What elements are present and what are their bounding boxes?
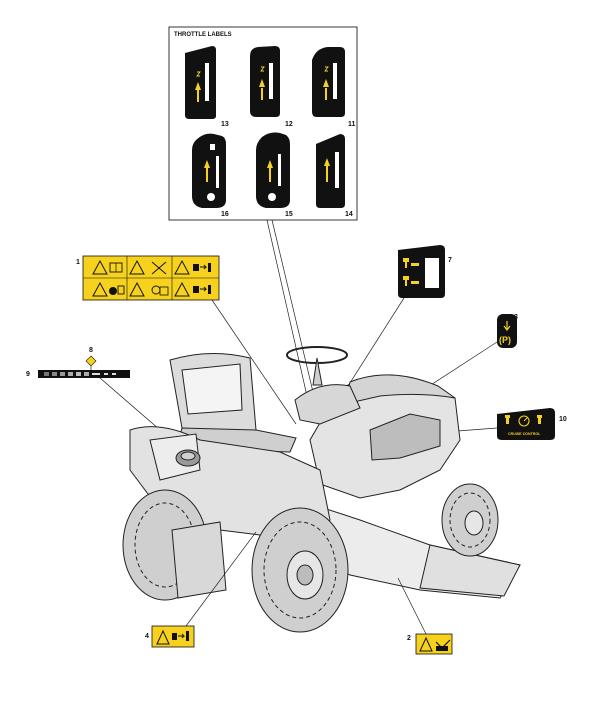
throttle-number-15: 15: [285, 211, 293, 218]
throttle-label-15: 15: [256, 132, 293, 218]
callout-3: 3: [514, 314, 518, 321]
decal-8: 8: [85, 347, 97, 370]
callout-7: 7: [448, 257, 452, 264]
callout-2: 2: [407, 635, 411, 642]
decal-4: 4: [145, 531, 257, 648]
callout-1: 1: [76, 259, 80, 266]
throttle-labels-panel: THROTTLE LABELS 13 12 11: [168, 26, 358, 221]
throttle-label-16: 16: [192, 133, 229, 218]
callout-10: 10: [559, 416, 567, 423]
decal-1: 1: [76, 255, 297, 425]
decal-2: 2: [397, 577, 453, 655]
callout-9: 9: [26, 371, 30, 378]
callout-8: 8: [89, 347, 93, 354]
throttle-number-11: 11: [348, 121, 356, 128]
callout-4: 4: [145, 633, 149, 640]
throttle-label-14: 14: [316, 134, 353, 218]
throttle-number-16: 16: [221, 211, 229, 218]
throttle-number-13: 13: [221, 121, 229, 128]
throttle-leader-lines: [266, 219, 314, 397]
throttle-number-14: 14: [345, 211, 353, 218]
throttle-label-11: 11: [312, 47, 356, 128]
decal-7: 7: [347, 245, 452, 387]
decal-9: 9: [26, 370, 168, 437]
cruise-control-text: CRUISE CONTROL: [508, 432, 541, 436]
throttle-panel-title: THROTTLE LABELS: [174, 32, 232, 38]
throttle-label-13: 13: [185, 46, 229, 128]
throttle-number-12: 12: [285, 121, 293, 128]
decal-3: (P) 3: [419, 314, 518, 393]
throttle-label-12: 12: [250, 46, 293, 128]
lawn-tractor-illustration: [122, 346, 521, 633]
park-symbol: (P): [499, 335, 511, 345]
